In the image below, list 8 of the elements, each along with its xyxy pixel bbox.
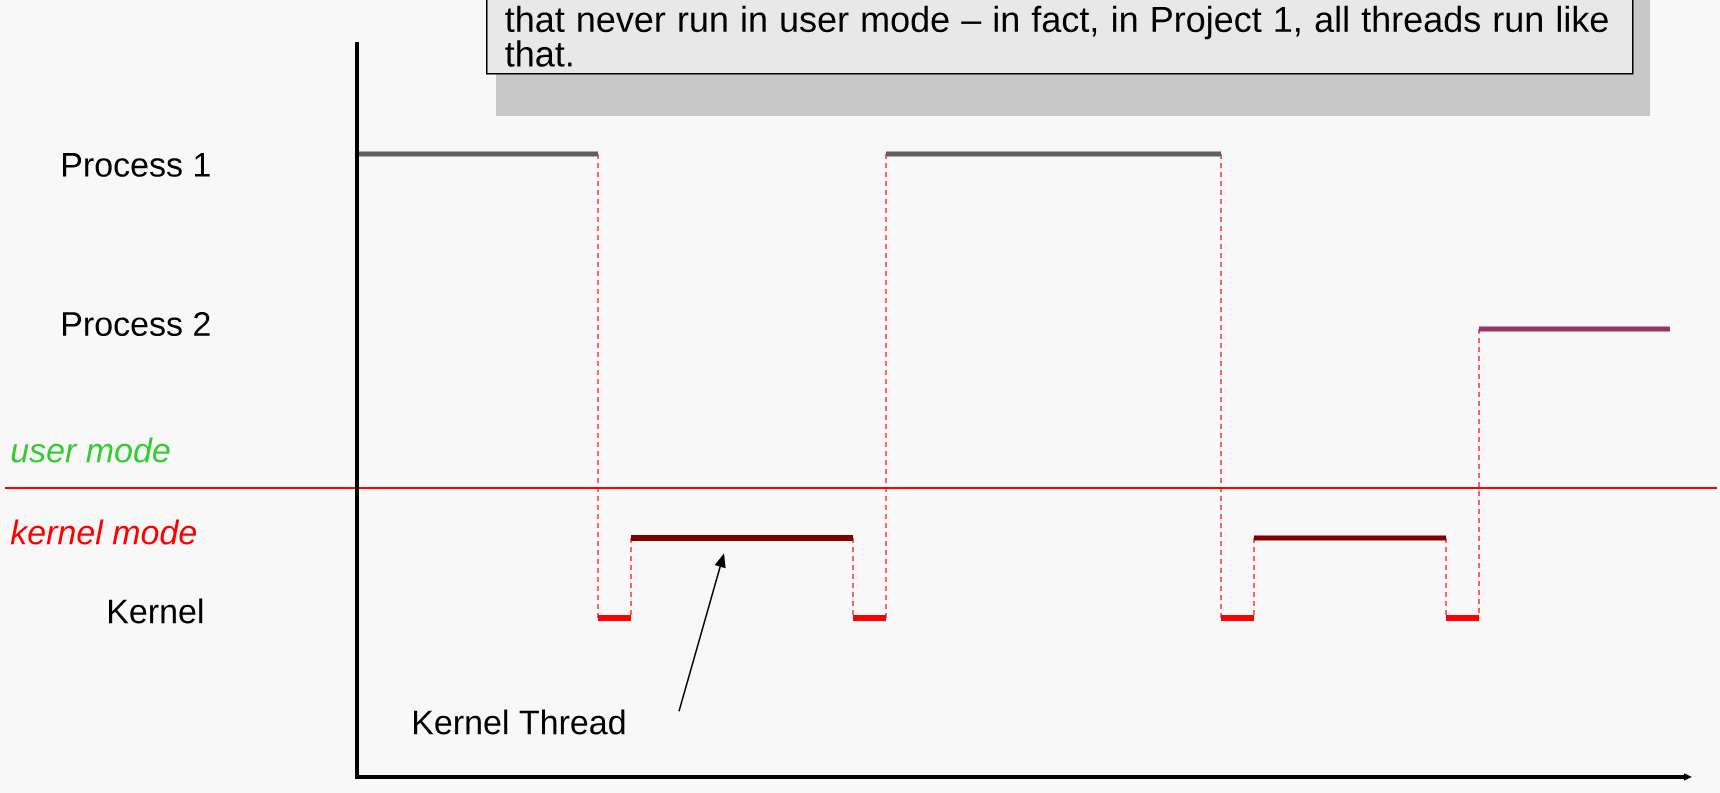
process-label: Process 2 xyxy=(63,311,210,337)
process-label: Process 1 xyxy=(63,153,210,177)
row-label: Kernel xyxy=(109,598,203,624)
kernel-thread-bar xyxy=(631,535,853,541)
callout-label: Kernel Thread xyxy=(414,709,625,735)
text-box: that never run in user mode – in fact, in Project 1, all threads run like that. xyxy=(486,0,1634,75)
mode-label: kernel mode xyxy=(10,519,196,545)
mode-label: user mode xyxy=(11,437,170,463)
